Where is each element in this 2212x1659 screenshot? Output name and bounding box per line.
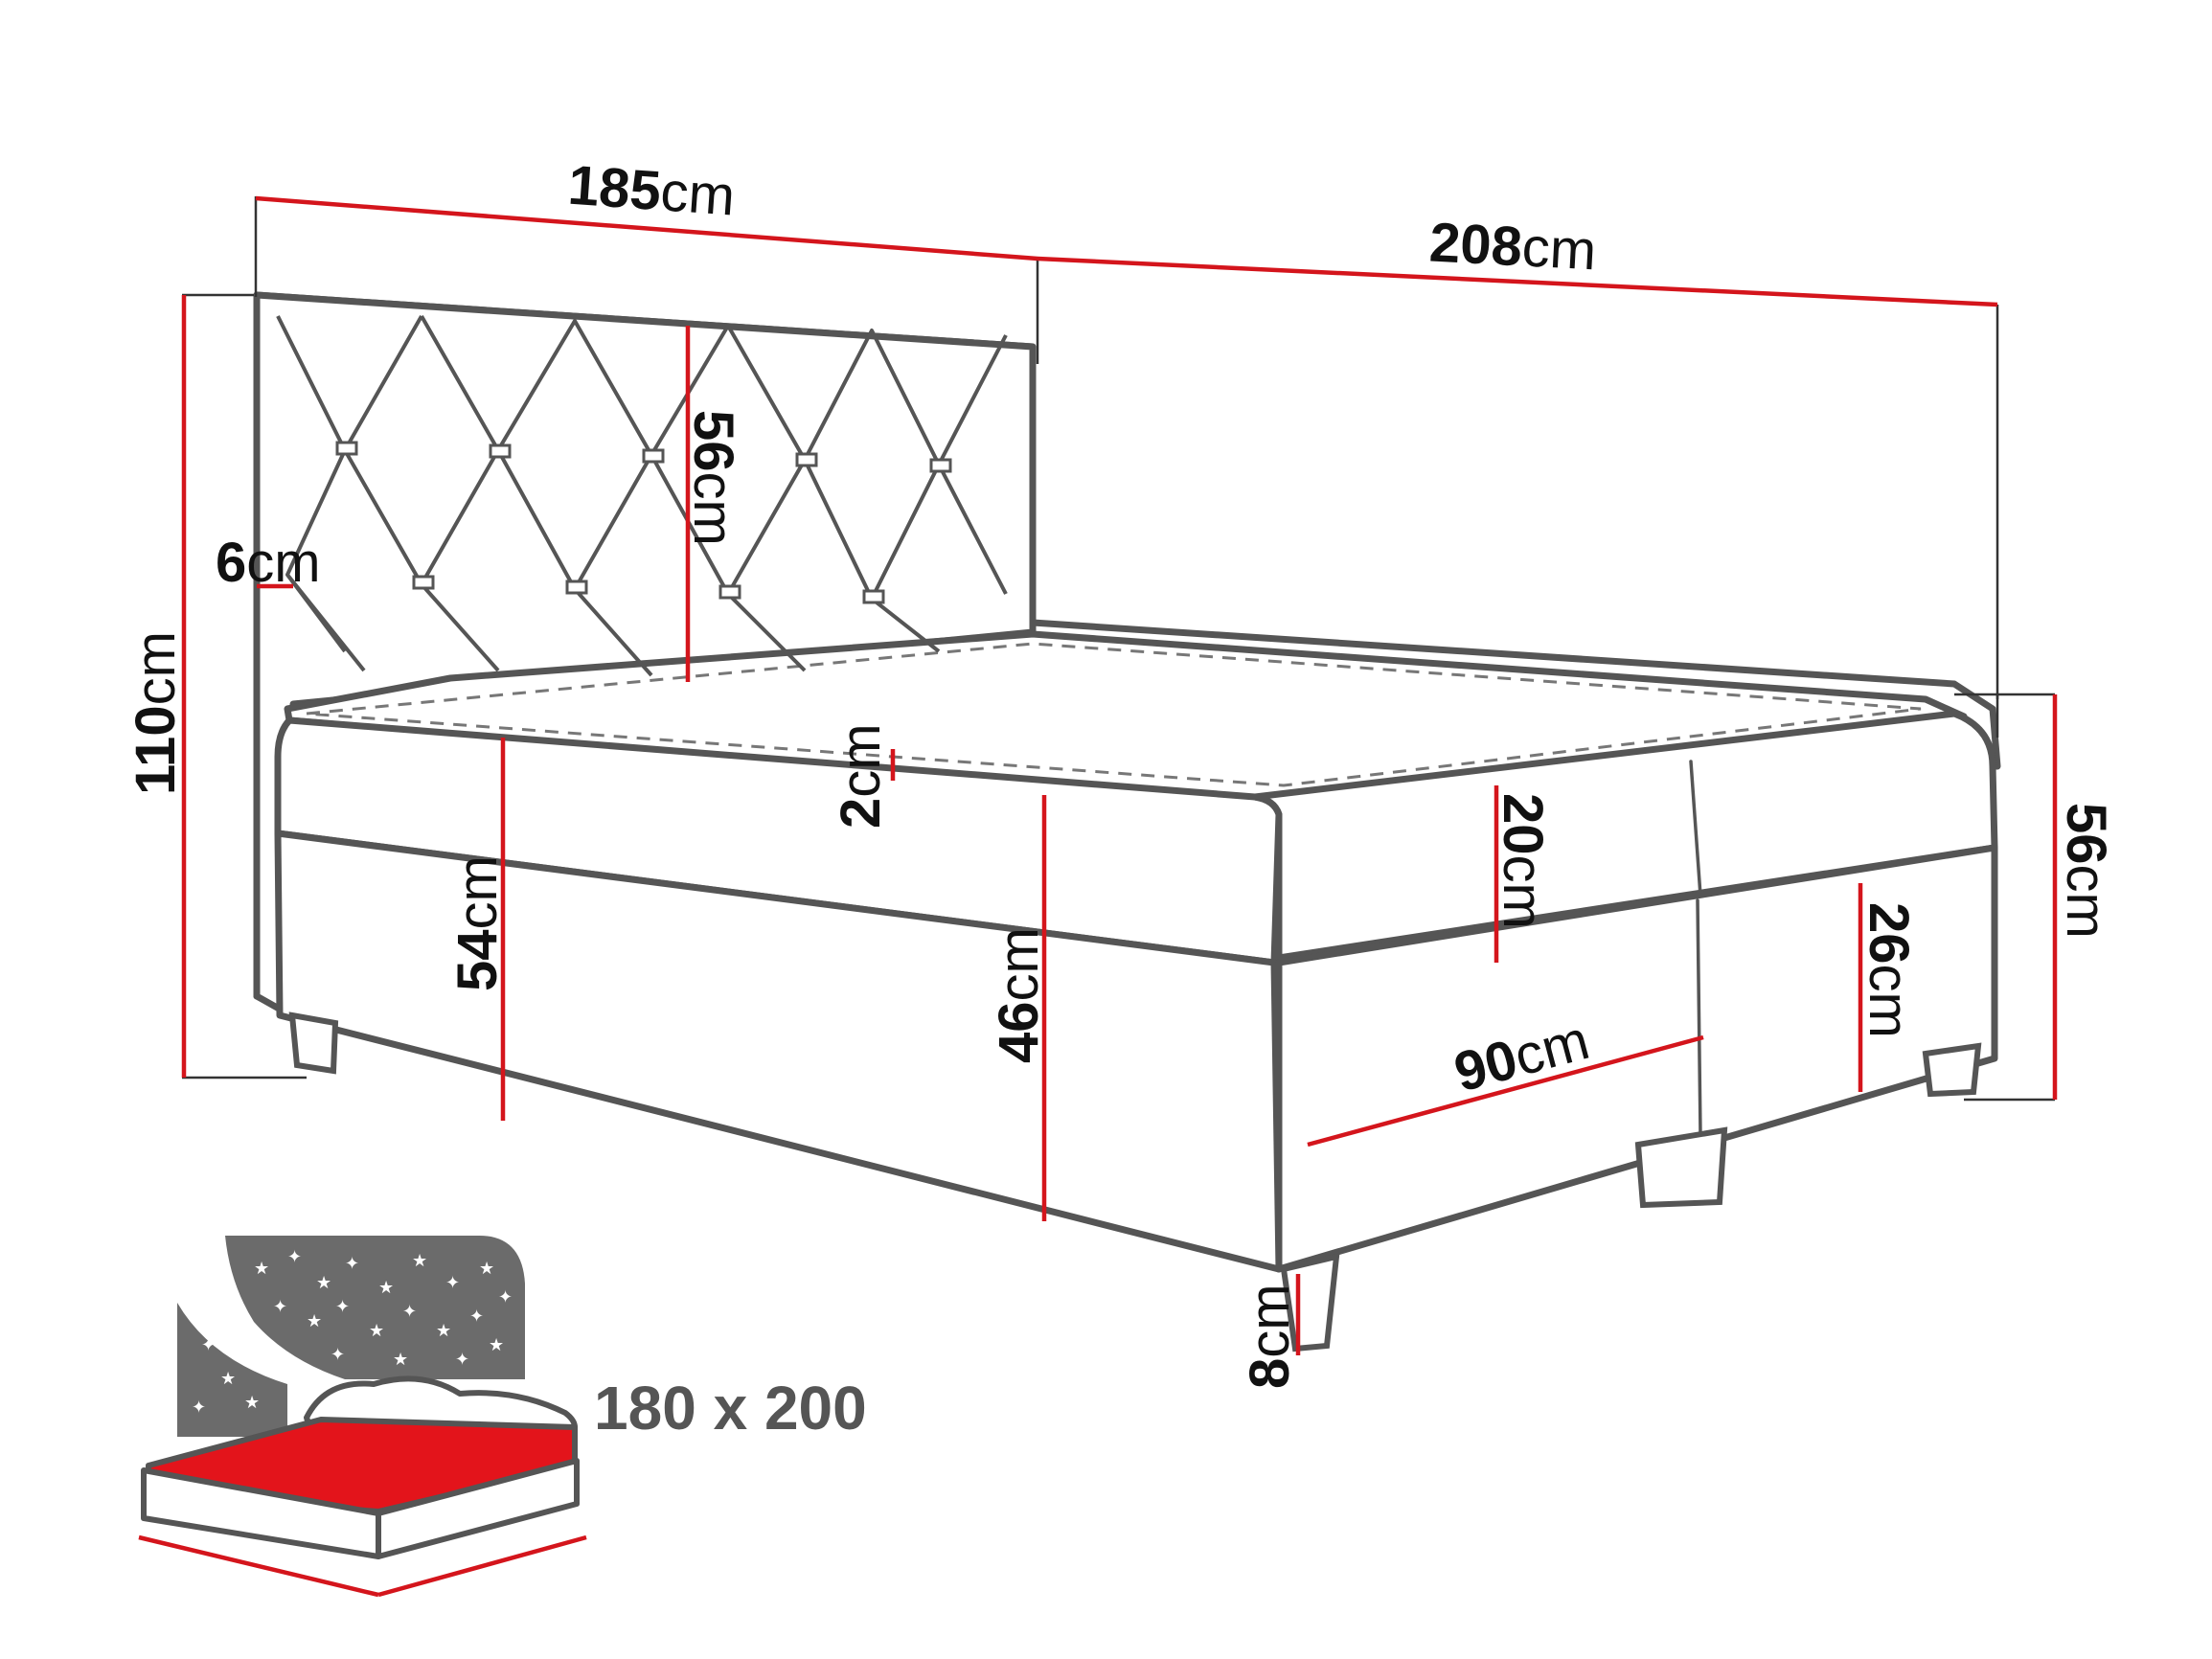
mattress-stitch — [306, 642, 1922, 787]
svg-text:✦: ✦ — [445, 1273, 460, 1293]
svg-text:✦: ✦ — [201, 1335, 216, 1355]
headboard-front — [253, 291, 1037, 1017]
svg-text:✦: ✦ — [331, 1345, 345, 1365]
svg-text:★: ★ — [412, 1251, 427, 1271]
svg-text:★: ★ — [378, 1278, 394, 1298]
label-length: 208cm — [1428, 211, 1598, 282]
dim-half-width-line — [1307, 1034, 1704, 1148]
svg-text:✦: ✦ — [273, 1297, 287, 1317]
sleeping-area-icon: ★✦★ ✦★★ ✦★✦ ✦★✦ ★✦★ ✦★✦ ★✦★ ✦★✦ 180 x 20… — [138, 1236, 867, 1598]
svg-text:✦: ✦ — [469, 1307, 484, 1327]
svg-text:✦: ✦ — [287, 1247, 302, 1267]
label-leg: 8cm — [1239, 1284, 1301, 1389]
dimension-lines — [181, 195, 2058, 1355]
box-foot — [1275, 844, 1998, 1273]
mattress-foot — [1251, 710, 1998, 962]
svg-text:★: ★ — [489, 1335, 504, 1355]
svg-text:✦: ✦ — [345, 1254, 359, 1274]
svg-text:★: ★ — [393, 1350, 408, 1370]
label-headboard-panel: 56cm — [682, 410, 744, 546]
svg-text:★: ★ — [307, 1311, 322, 1331]
label-headboard-thickness: 6cm — [216, 532, 321, 594]
sleeping-area-label: 180 x 200 — [594, 1374, 867, 1443]
mattress-split — [1689, 760, 1702, 898]
label-topper: 2cm — [830, 723, 892, 829]
svg-text:✦: ✦ — [498, 1287, 513, 1307]
dim-length-line — [1037, 256, 1998, 307]
leg — [1922, 1042, 1982, 1098]
svg-text:★: ★ — [436, 1321, 451, 1341]
svg-text:✦: ✦ — [335, 1297, 350, 1317]
headboard-tufting — [276, 315, 1008, 677]
box-split — [1696, 898, 1702, 1137]
svg-text:★: ★ — [369, 1321, 384, 1341]
svg-text:★: ★ — [244, 1393, 260, 1413]
label-box: 26cm — [1858, 902, 1920, 1038]
svg-text:✦: ✦ — [192, 1398, 206, 1418]
night-sky-icon — [177, 1303, 287, 1437]
label-total-height: 110cm — [125, 631, 187, 795]
extension-lines — [182, 196, 2055, 1102]
label-mattress: 20cm — [1492, 793, 1554, 929]
night-sky-icon — [225, 1236, 525, 1379]
label-base-front: 54cm — [446, 855, 509, 991]
label-width: 185cm — [566, 154, 737, 228]
svg-text:★: ★ — [479, 1259, 494, 1279]
svg-text:★: ★ — [316, 1273, 331, 1293]
bed-outline — [253, 291, 2001, 1352]
leg — [1634, 1126, 1728, 1209]
svg-text:★: ★ — [254, 1259, 269, 1279]
svg-text:✦: ✦ — [402, 1302, 417, 1322]
svg-text:✦: ✦ — [455, 1350, 469, 1370]
star-icon: ★✦★ ✦★★ ✦★✦ ✦★✦ ★✦★ ✦★✦ ★✦★ ✦★✦ — [192, 1247, 513, 1418]
label-bed-height-side: 56cm — [2055, 803, 2117, 939]
leg — [288, 1011, 339, 1075]
dim-width-line — [255, 195, 1038, 261]
svg-text:★: ★ — [220, 1369, 236, 1389]
label-base-side: 46cm — [988, 927, 1050, 1063]
